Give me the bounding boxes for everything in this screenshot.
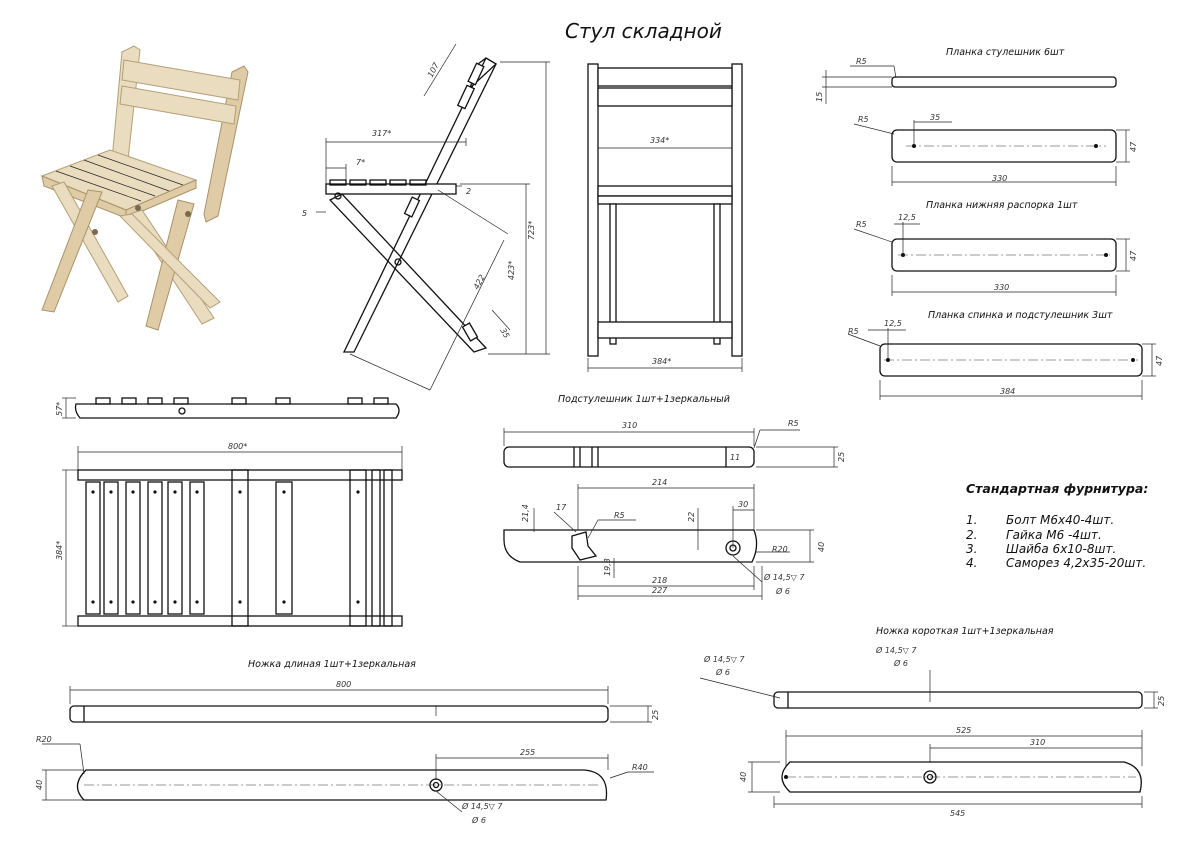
chair-3d-view xyxy=(40,45,249,331)
dim-330-seat: 330 xyxy=(992,174,1007,183)
dim-r5-seat: R5 xyxy=(856,57,867,66)
hardware-num-2: 2. xyxy=(966,528,977,542)
drawing-title: Стул складной xyxy=(565,19,722,43)
folded-side-view: 57* xyxy=(55,397,400,419)
dim-r40: R40 xyxy=(632,763,648,772)
dim-57: 57* xyxy=(55,402,64,416)
dim-218: 218 xyxy=(652,576,667,585)
dim-25-us: 25 xyxy=(837,452,846,462)
dim-47-lower: 47 xyxy=(1129,250,1138,261)
label-slat-back: Планка спинка и подстулешник 3шт xyxy=(928,310,1113,321)
side-view: 317* 7* 2 5 723* 423* 422 107 35 xyxy=(302,43,550,391)
hardware-num-4: 4. xyxy=(966,556,977,570)
dim-r20-leg: R20 xyxy=(36,735,52,744)
dim-r20-us: R20 xyxy=(772,545,788,554)
hardware-item-3: Шайба 6х10-8шт. xyxy=(1006,542,1116,556)
dim-384-front: 384* xyxy=(652,357,671,366)
dim-2: 2 xyxy=(466,187,471,196)
dim-125-back: 12,5 xyxy=(884,319,902,328)
dim-30: 30 xyxy=(738,500,748,509)
dim-11-us: 11 xyxy=(730,453,740,462)
dim-22: 22 xyxy=(687,512,696,522)
dim-r5-us2: R5 xyxy=(614,511,625,520)
dim-384-back: 384 xyxy=(1000,387,1015,396)
dim-330-lower: 330 xyxy=(994,283,1009,292)
dim-214b: 21,4 xyxy=(521,504,530,522)
dim-25-short: 25 xyxy=(1157,696,1166,706)
label-leg-short: Ножка короткая 1шт+1зеркальная xyxy=(876,626,1054,637)
label-under-seat: Подстулешник 1шт+1зеркальный xyxy=(558,394,730,405)
dim-7: 7* xyxy=(356,158,365,167)
dim-r5-seat-b: R5 xyxy=(858,115,869,124)
dim-hole-us2: Ø 6 xyxy=(775,586,790,596)
dim-r5-us: R5 xyxy=(788,419,799,428)
dim-35: 35 xyxy=(498,327,511,340)
dim-723: 723* xyxy=(527,221,536,240)
dim-800-fold: 800* xyxy=(228,442,247,451)
label-slat-lower: Планка нижняя распорка 1шт xyxy=(926,200,1078,211)
part-leg-long: Ножка длиная 1шт+1зеркальная 800 25 xyxy=(35,659,660,825)
dim-525: 525 xyxy=(956,726,971,735)
dim-800-leg: 800 xyxy=(336,680,351,689)
dim-334: 334* xyxy=(650,136,669,145)
dim-227: 227 xyxy=(652,586,668,595)
hardware-title: Стандартная фурнитура: xyxy=(966,481,1148,496)
dim-25-leg: 25 xyxy=(651,710,660,720)
dim-545: 545 xyxy=(950,809,965,818)
part-leg-short: Ножка короткая 1шт+1зеркальная Ø 14,5▽ 7… xyxy=(699,626,1166,818)
part-slat-back: Планка спинка и подстулешник 3шт R5 12,5… xyxy=(847,310,1164,400)
dim-hole-short-b: Ø 14,5▽ 7 xyxy=(875,645,917,655)
dim-r5-back: R5 xyxy=(848,327,859,336)
dim-47-seat: 47 xyxy=(1129,141,1138,152)
dim-hole-short-a: Ø 14,5▽ 7 xyxy=(703,654,745,664)
part-slat-seat: Планка стулешник 6шт R5 15 35 R5 47 330 xyxy=(815,47,1138,186)
dim-422: 422 xyxy=(472,273,487,291)
dim-193: 19,3 xyxy=(603,558,612,576)
part-slat-lower: Планка нижняя распорка 1шт R5 12,5 47 33… xyxy=(853,200,1138,296)
dim-423: 423* xyxy=(507,261,516,280)
dim-255: 255 xyxy=(520,748,535,757)
front-view: 334* 384* xyxy=(587,63,743,372)
dim-hole-short-a2: Ø 6 xyxy=(715,667,730,677)
dim-384-fold: 384* xyxy=(55,541,64,560)
dim-17: 17 xyxy=(556,503,567,512)
dim-hole-leg: Ø 14,5▽ 7 xyxy=(461,801,503,811)
dim-317: 317* xyxy=(372,129,391,138)
dim-107: 107 xyxy=(426,60,442,79)
dim-15: 15 xyxy=(815,92,824,102)
hardware-num-1: 1. xyxy=(966,513,977,527)
dim-hole-us: Ø 14,5▽ 7 xyxy=(763,572,805,582)
dim-47-back: 47 xyxy=(1155,355,1164,366)
dim-hole-short-b2: Ø 6 xyxy=(893,658,908,668)
label-slat-seat: Планка стулешник 6шт xyxy=(946,47,1065,58)
dim-125-lower: 12,5 xyxy=(898,213,916,222)
dim-40-leg: 40 xyxy=(35,780,44,790)
hardware-item-2: Гайка М6 -4шт. xyxy=(1006,528,1102,542)
label-leg-long: Ножка длиная 1шт+1зеркальная xyxy=(248,659,416,670)
hardware-item-1: Болт М6х40-4шт. xyxy=(1006,513,1114,527)
hardware-item-4: Саморез 4,2х35-20шт. xyxy=(1006,556,1146,570)
folded-top-view: 800* 384* xyxy=(55,442,403,627)
dim-5: 5 xyxy=(302,209,307,218)
dim-310-us: 310 xyxy=(622,421,637,430)
dim-r5-lower: R5 xyxy=(856,220,867,229)
hardware-list: Стандартная фурнитура: 1. Болт М6х40-4шт… xyxy=(966,481,1148,570)
dim-40-us: 40 xyxy=(817,542,826,552)
dim-hole-leg2: Ø 6 xyxy=(471,815,486,825)
part-under-seat: Подстулешник 1шт+1зеркальный 310 R5 25 1… xyxy=(503,394,846,600)
dim-214: 214 xyxy=(652,478,667,487)
dim-310-short: 310 xyxy=(1030,738,1045,747)
hardware-num-3: 3. xyxy=(966,542,977,556)
dim-35-seat: 35 xyxy=(930,113,940,122)
dim-40-short: 40 xyxy=(739,772,748,782)
